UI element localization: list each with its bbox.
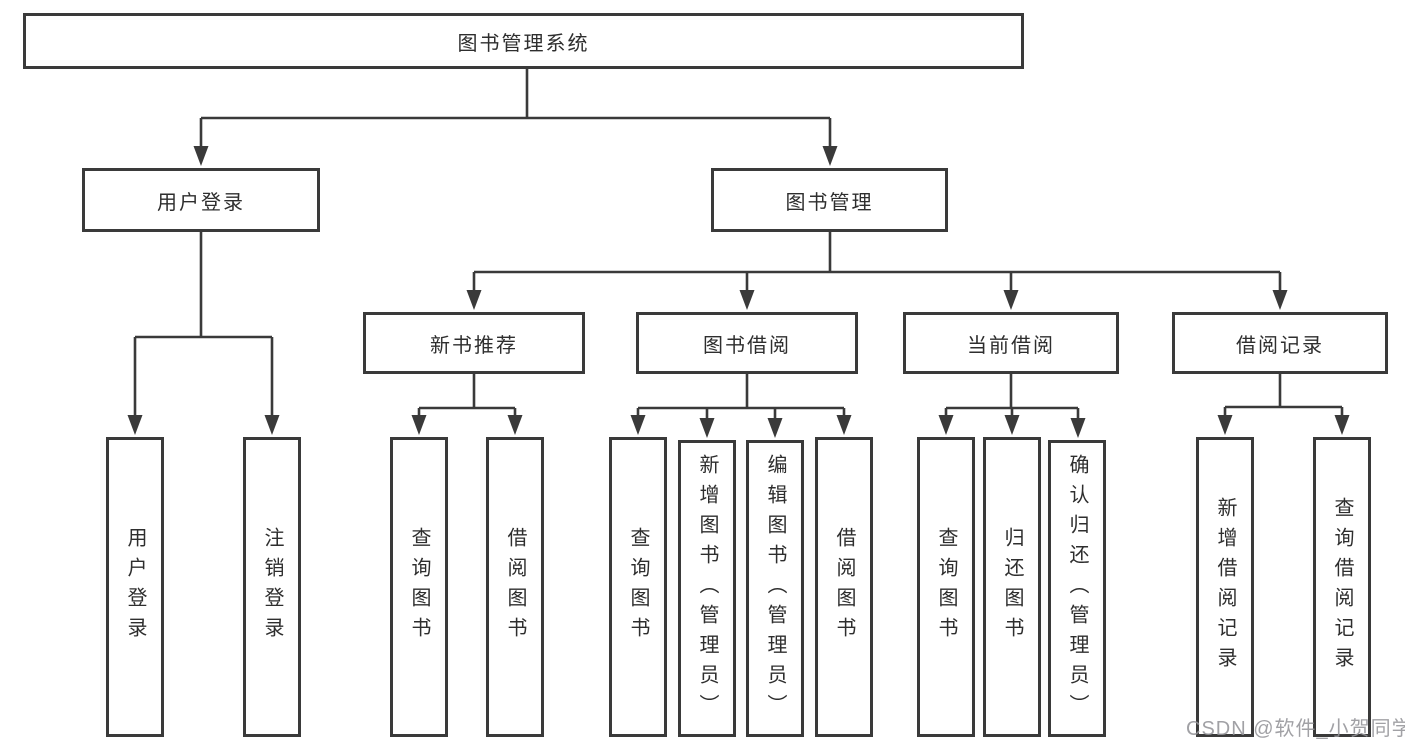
node-borrow-records: 借阅记录 bbox=[1172, 312, 1388, 374]
node-newrec-borrow-book: 借阅图书 bbox=[486, 437, 544, 737]
node-borrowing-edit-book-admin: 编辑图书（管理员） bbox=[746, 440, 804, 737]
node-current-return-book: 归还图书 bbox=[983, 437, 1041, 737]
node-current-borrowing: 当前借阅 bbox=[903, 312, 1119, 374]
node-records-query-record: 查询借阅记录 bbox=[1313, 437, 1371, 737]
node-new-book-recommend: 新书推荐 bbox=[363, 312, 585, 374]
node-borrowing-add-book-admin: 新增图书（管理员） bbox=[678, 440, 736, 737]
csdn-watermark: CSDN @软件_小贺同学 bbox=[1186, 718, 1405, 740]
node-borrowing-query-book: 查询图书 bbox=[609, 437, 667, 737]
node-user-login: 用户登录 bbox=[82, 168, 320, 232]
node-records-add-record: 新增借阅记录 bbox=[1196, 437, 1254, 737]
node-current-query-book: 查询图书 bbox=[917, 437, 975, 737]
node-leaf-logout: 注销登录 bbox=[243, 437, 301, 737]
node-newrec-query-book: 查询图书 bbox=[390, 437, 448, 737]
node-book-management: 图书管理 bbox=[711, 168, 948, 232]
node-borrowing-borrow-book: 借阅图书 bbox=[815, 437, 873, 737]
node-book-borrowing: 图书借阅 bbox=[636, 312, 858, 374]
node-current-confirm-return-admin: 确认归还（管理员） bbox=[1048, 440, 1106, 737]
node-root-system: 图书管理系统 bbox=[23, 13, 1024, 69]
node-leaf-user-login: 用户登录 bbox=[106, 437, 164, 737]
